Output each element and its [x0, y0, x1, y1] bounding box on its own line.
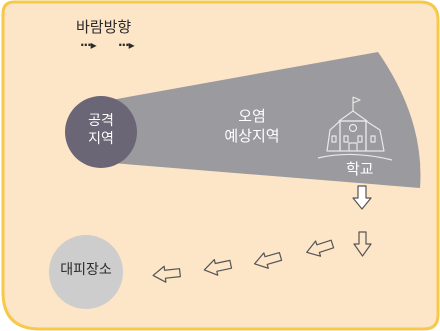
wind-arrow-1: ···▸ — [80, 38, 97, 52]
attack-zone-label-line2: 지역 — [88, 130, 114, 147]
pollution-zone-label-line1: 오염 — [238, 107, 266, 125]
wind-direction-label: 바람방향 — [76, 18, 132, 36]
down-arrow-icon — [352, 185, 372, 210]
shelter-label: 대피장소 — [60, 262, 112, 278]
pollution-plume — [100, 52, 421, 188]
attack-zone-circle — [65, 96, 137, 168]
shelter-circle — [49, 235, 123, 309]
pollution-zone-label-line2: 예상지역 — [224, 127, 280, 146]
school-label: 학교 — [346, 160, 374, 178]
left-arrow-icon — [152, 265, 181, 283]
attack-zone-label: 공격 지역 — [71, 113, 131, 148]
wind-arrow-2: ···▸ — [118, 38, 135, 52]
down-arrow-icon — [353, 231, 372, 257]
left-arrow-icon — [306, 239, 335, 257]
school-building-icon — [317, 96, 393, 161]
pollution-zone-label: 오염 예상지역 — [207, 106, 297, 147]
left-arrow-icon — [253, 251, 283, 269]
left-arrow-icon — [203, 258, 233, 276]
attack-zone-label-line1: 공격 — [88, 113, 114, 129]
